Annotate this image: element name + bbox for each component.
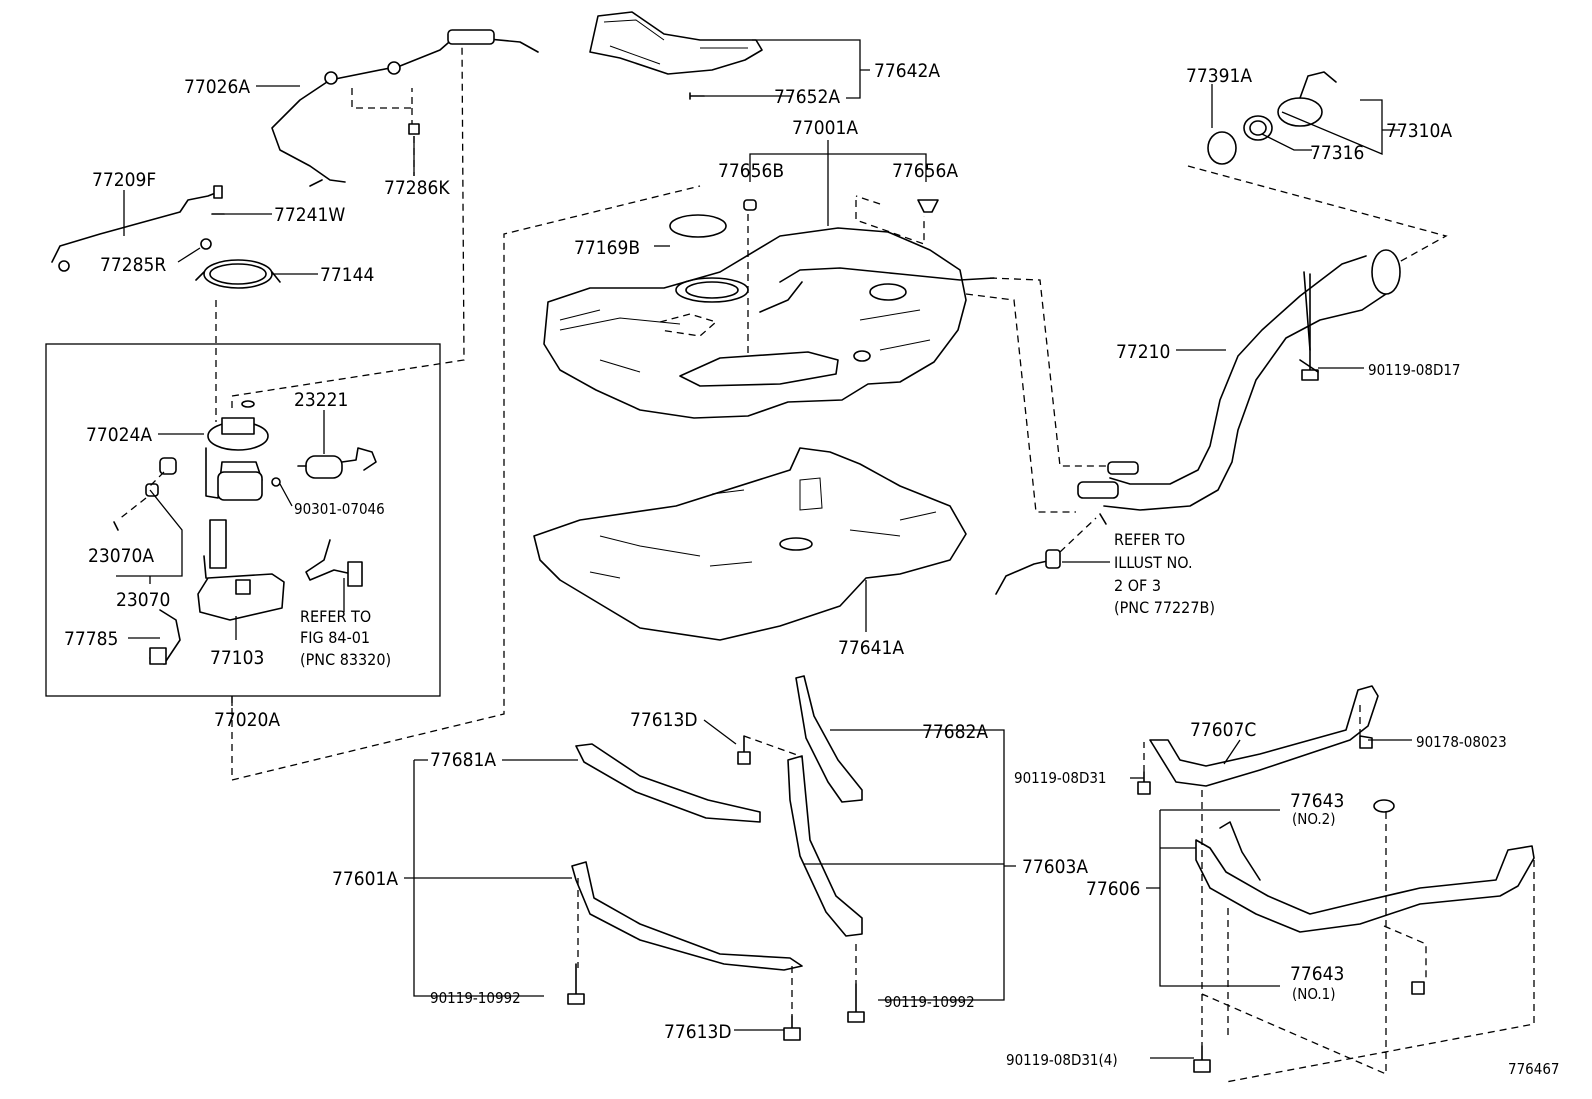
label-77643-no1: 77643 <box>1290 963 1344 985</box>
leader-lines <box>116 39 1412 1059</box>
strap-left-dash <box>577 878 793 1016</box>
retainer-ring-77144-drawing <box>195 259 281 289</box>
tank-strap-left-drawing <box>571 743 803 971</box>
diagram-id: 776467 <box>1508 1060 1560 1078</box>
refer-fig-line2: FIG 84-01 <box>300 628 370 647</box>
strap-right-dash <box>743 735 857 984</box>
label-77020a: 77020A <box>214 709 280 731</box>
label-77210: 77210 <box>1116 341 1170 363</box>
label-23070: 23070 <box>116 589 170 611</box>
label-90119-10992-right: 90119-10992 <box>884 993 975 1011</box>
label-77024a: 77024A <box>86 424 152 446</box>
label-77606: 77606 <box>1086 878 1140 900</box>
refer-illust-line4: (PNC 77227B) <box>1114 598 1215 617</box>
fuel-pump-drawing <box>113 400 377 665</box>
label-77641a: 77641A <box>838 637 904 659</box>
sublabel-no2: (NO.2) <box>1292 810 1336 828</box>
refer-fig-line3: (PNC 83320) <box>300 650 391 669</box>
label-77310a: 77310A <box>1386 120 1452 142</box>
fuel-hose-drawing <box>995 559 1053 595</box>
label-77144: 77144 <box>320 264 374 286</box>
tube-77209f-drawing <box>51 185 223 272</box>
label-77241w: 77241W <box>274 204 345 226</box>
label-90119-08d17: 90119-08D17 <box>1368 361 1461 379</box>
fuel-tank-drawing <box>543 227 995 419</box>
label-77613d-top: 77613D <box>630 709 698 731</box>
filler-cap-dash <box>1187 165 1448 267</box>
bolt-77285r-drawing <box>200 238 212 250</box>
hose-clip-drawing <box>1045 549 1061 569</box>
label-90119-08d31: 90119-08D31 <box>1014 769 1107 787</box>
label-77286k: 77286K <box>384 177 450 199</box>
strap-77607c-dash <box>1143 700 1361 772</box>
refer-illust-line3: 2 OF 3 <box>1114 576 1161 595</box>
sublabel-no1: (NO.1) <box>1292 985 1336 1003</box>
label-77285r: 77285R <box>100 254 166 276</box>
tank-under-cover-drawing <box>533 447 967 641</box>
label-77785: 77785 <box>64 628 118 650</box>
label-90119-08d31-4: 90119-08D31(4) <box>1006 1051 1118 1069</box>
sublabels: (NO.2) (NO.1) <box>1292 810 1336 1003</box>
tank-protector-drawing <box>589 11 763 100</box>
filler-cap-drawing <box>1207 71 1337 165</box>
right-straps-dash <box>1201 790 1535 1083</box>
label-77603a: 77603A <box>1022 856 1088 878</box>
clamp-77286k-drawing <box>408 123 420 135</box>
label-23221: 23221 <box>294 389 348 411</box>
pump-to-vent-dash <box>231 43 465 408</box>
bolt-drawings <box>567 273 1425 1073</box>
label-23070a: 23070A <box>88 545 154 567</box>
vent-tube-drawing <box>271 29 539 187</box>
label-77682a: 77682A <box>922 721 988 743</box>
label-77316: 77316 <box>1310 142 1364 164</box>
label-77001a: 77001A <box>792 117 858 139</box>
pump-to-tank-dash <box>231 185 701 781</box>
reference-notes: REFER TO FIG 84-01 (PNC 83320) REFER TO … <box>300 530 1215 669</box>
refer-illust-line2: ILLUST NO. <box>1114 553 1193 572</box>
label-77103: 77103 <box>210 647 264 669</box>
label-77613d-bottom: 77613D <box>664 1021 732 1043</box>
tank-strap-right-drawing <box>787 675 863 937</box>
fuel-pump-assembly-box <box>45 343 441 697</box>
label-77642a: 77642A <box>874 60 940 82</box>
label-77026a: 77026A <box>184 76 250 98</box>
label-77601a: 77601A <box>332 868 398 890</box>
plug-77656a-drawing <box>917 199 939 213</box>
hose-dash <box>1059 517 1097 553</box>
label-77652a: 77652A <box>774 86 840 108</box>
pump-assembly-dash <box>117 300 217 521</box>
refer-illust-line1: REFER TO <box>1114 530 1185 549</box>
label-77656b: 77656B <box>718 160 784 182</box>
filler-pipe-dash <box>965 277 1106 513</box>
label-77169b: 77169B <box>574 237 640 259</box>
label-77391a: 77391A <box>1186 65 1252 87</box>
label-90119-10992-left: 90119-10992 <box>430 989 521 1007</box>
label-90301-07046: 90301-07046 <box>294 500 385 518</box>
label-77681a: 77681A <box>430 749 496 771</box>
filler-pipe-drawing <box>1077 249 1401 525</box>
part-number-labels: 77026A 77642A 77652A 77391A 77310A 77316… <box>64 60 1560 1078</box>
gasket-77169b-drawing <box>669 214 727 238</box>
label-77209f: 77209F <box>92 169 156 191</box>
plug-77656b-drawing <box>743 199 757 211</box>
label-77656a: 77656A <box>892 160 958 182</box>
label-77643-no2: 77643 <box>1290 790 1344 812</box>
refer-fig-line1: REFER TO <box>300 607 371 626</box>
label-90178-08023: 90178-08023 <box>1416 733 1507 751</box>
right-straps-drawing <box>1149 685 1535 933</box>
label-77607c: 77607C <box>1190 719 1256 741</box>
vent-tube-dash <box>351 88 413 124</box>
